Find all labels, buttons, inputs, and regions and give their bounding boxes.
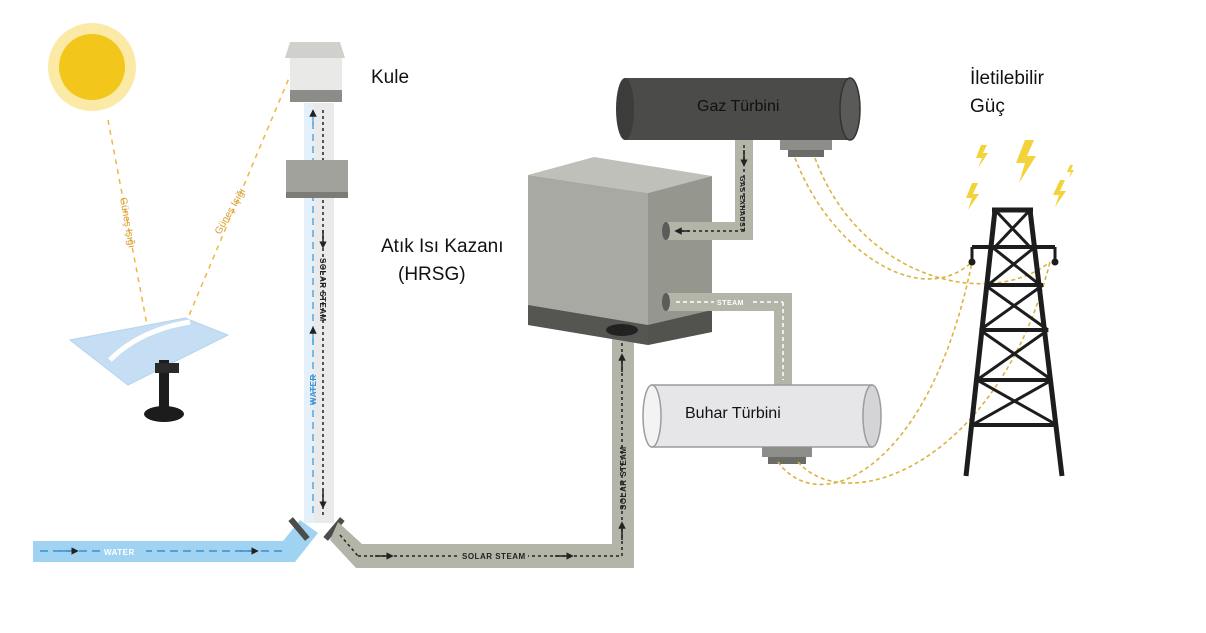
solar-steam-pipe: SOLAR STEAM SOLAR STEAM	[330, 333, 634, 568]
sun-icon	[48, 23, 136, 111]
steam-label: STEAM	[717, 300, 744, 307]
water-tower-label: WATER	[309, 374, 318, 405]
steam-turbine	[642, 384, 882, 464]
sunlight-label-1: Güneş Işığı	[117, 197, 137, 249]
gas-exhaust-pipe: GAS EXHAUST	[662, 140, 753, 240]
solar-tower: SOLAR STEAM WATER	[285, 42, 348, 523]
gas-turbine-label: Gaz Türbini	[697, 98, 779, 115]
hrsg-box	[528, 157, 712, 345]
lightning-bolt-icon	[966, 140, 1074, 210]
solar-steam-bottom-label: SOLAR STEAM	[462, 552, 526, 561]
power-label-line1: İletilebilir	[970, 68, 1044, 89]
valve-right	[323, 517, 345, 541]
transmission-tower-icon	[963, 207, 1065, 477]
steam-turbine-label: Buhar Türbini	[685, 405, 781, 422]
sunlight-label-2: Güneş Işığı	[213, 187, 248, 237]
steam-pipe: STEAM	[662, 293, 792, 388]
solar-steam-riser-label: SOLAR STEAM	[619, 446, 628, 510]
water-bottom-label: WATER	[104, 548, 135, 557]
solar-steam-tower-label: SOLAR STEAM	[318, 258, 327, 322]
gas-exhaust-label: GAS EXHAUST	[738, 176, 745, 232]
hrsg-label-line1: Atık Isı Kazanı	[381, 236, 504, 257]
power-wires	[777, 157, 1051, 486]
tower-label: Kule	[371, 67, 410, 88]
gas-turbine	[616, 77, 861, 157]
power-label-line2: Güç	[970, 96, 1005, 117]
heliostat-mirror-icon	[68, 317, 230, 422]
sunlight-rays	[107, 51, 301, 331]
water-pipe-bottom: WATER	[33, 520, 318, 562]
valve-left	[288, 517, 310, 541]
hrsg-label-line2: (HRSG)	[398, 264, 466, 285]
